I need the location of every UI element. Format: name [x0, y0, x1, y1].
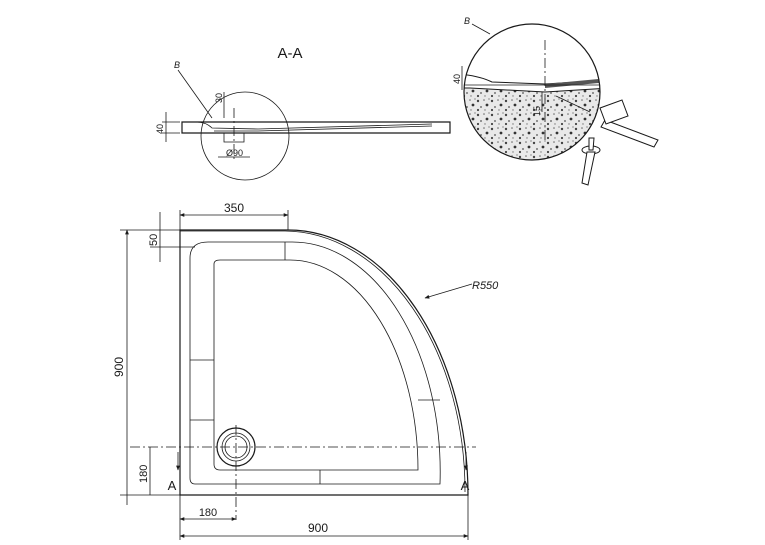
detail-circle-b — [200, 91, 290, 181]
tray-basin-inner — [213, 259, 419, 471]
section-dim-drain: Ø90 — [226, 148, 243, 158]
tray-section-profile — [181, 121, 451, 134]
anchor-leader — [555, 95, 591, 113]
tray-slope-line — [257, 125, 433, 132]
radius-leader — [424, 283, 473, 299]
detail-mark-leader — [471, 23, 491, 35]
tray-outline-outer — [179, 229, 469, 496]
section-title: A-A — [277, 45, 302, 62]
detail-leader — [177, 69, 213, 119]
tray-inner-slope — [195, 121, 433, 130]
detail-mark: B — [464, 16, 470, 26]
section-label-right: A — [461, 478, 470, 493]
plan-view: A A 350 50 900 180 180 900 R550 — [112, 201, 499, 540]
anchor-dowel-icon — [581, 137, 601, 186]
section-view: A-A B 40 30 Ø90 — [155, 45, 451, 181]
section-dim-30: 30 — [214, 93, 224, 103]
dim-top-350: 350 — [224, 201, 244, 215]
hammer-icon — [599, 99, 659, 148]
dim-side-180: 180 — [138, 465, 150, 483]
dim-bottom-180: 180 — [199, 507, 217, 519]
section-dim-40: 40 — [155, 124, 165, 134]
section-label-left: A — [168, 478, 177, 493]
detail-dim-40: 40 — [452, 74, 462, 84]
dim-bottom-900: 900 — [308, 521, 328, 535]
drain-body — [223, 133, 245, 143]
detail-tray-edge — [464, 73, 600, 93]
tray-outline-rim — [180, 230, 466, 493]
section-detail-mark: B — [174, 60, 180, 70]
detail-view: B 40 15 — [452, 16, 659, 186]
detail-circle — [463, 23, 601, 161]
detail-dim-15: 15 — [532, 106, 542, 116]
dim-left-900: 900 — [112, 357, 126, 377]
detail-slope-fill — [545, 78, 600, 88]
dim-offset-50: 50 — [148, 234, 160, 246]
radius-label: R550 — [472, 280, 499, 292]
tray-basin-outer — [189, 241, 441, 485]
